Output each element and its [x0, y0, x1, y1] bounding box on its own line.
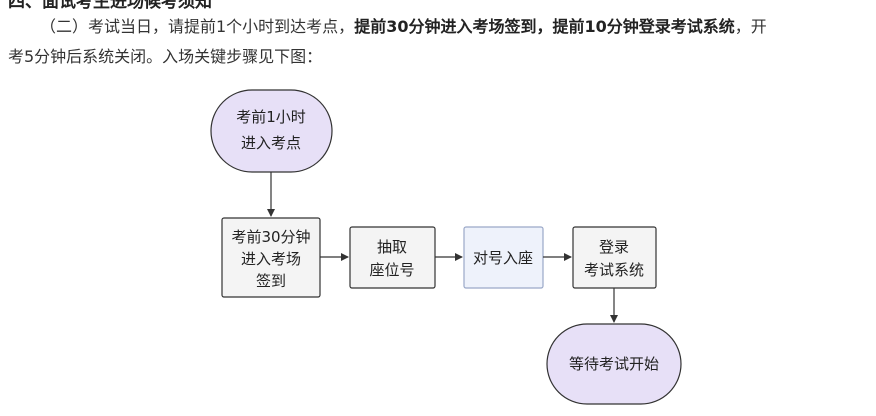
- flow-node-checkin: 考前30分钟 进入考场 签到: [221, 217, 321, 298]
- node1-line1: 考前1小时: [236, 108, 306, 126]
- paragraph-bold-text: 提前30分钟进入考场签到，提前10分钟登录考试系统: [354, 17, 735, 36]
- node5-line2: 考试系统: [584, 261, 644, 279]
- flow-node-arrive-venue: 考前1小时 进入考点: [210, 89, 333, 173]
- node5-line1: 登录: [599, 238, 629, 256]
- flow-node-draw-seat: 抽取 座位号: [349, 226, 436, 289]
- node2-line1: 考前30分钟: [231, 228, 310, 246]
- node2-line2: 进入考场: [241, 250, 301, 268]
- node4-label: 对号入座: [473, 249, 533, 267]
- paragraph-line-1: （二）考试当日，请提前1个小时到达考点，提前30分钟进入考场签到，提前10分钟登…: [0, 12, 870, 42]
- flow-node-take-seat: 对号入座: [463, 226, 544, 289]
- node6-label: 等待考试开始: [569, 355, 659, 373]
- node1-line2: 进入考点: [241, 134, 301, 152]
- flow-node-login-system: 登录 考试系统: [572, 226, 657, 289]
- paragraph-intro: （二）考试当日，请提前1个小时到达考点，: [40, 17, 355, 36]
- node2-line3: 签到: [256, 272, 286, 290]
- paragraph-after-bold: ，开: [734, 17, 767, 36]
- flow-node-wait-start: 等待考试开始: [546, 323, 682, 405]
- instruction-paragraph: （二）考试当日，请提前1个小时到达考点，提前30分钟进入考场签到，提前10分钟登…: [0, 12, 870, 72]
- paragraph-line-2: 考5分钟后系统关闭。入场关键步骤见下图：: [8, 47, 323, 66]
- node3-line1: 抽取: [377, 238, 407, 256]
- section-heading: 四、面试考生进场候考须知: [8, 0, 212, 12]
- node3-line2: 座位号: [369, 261, 414, 279]
